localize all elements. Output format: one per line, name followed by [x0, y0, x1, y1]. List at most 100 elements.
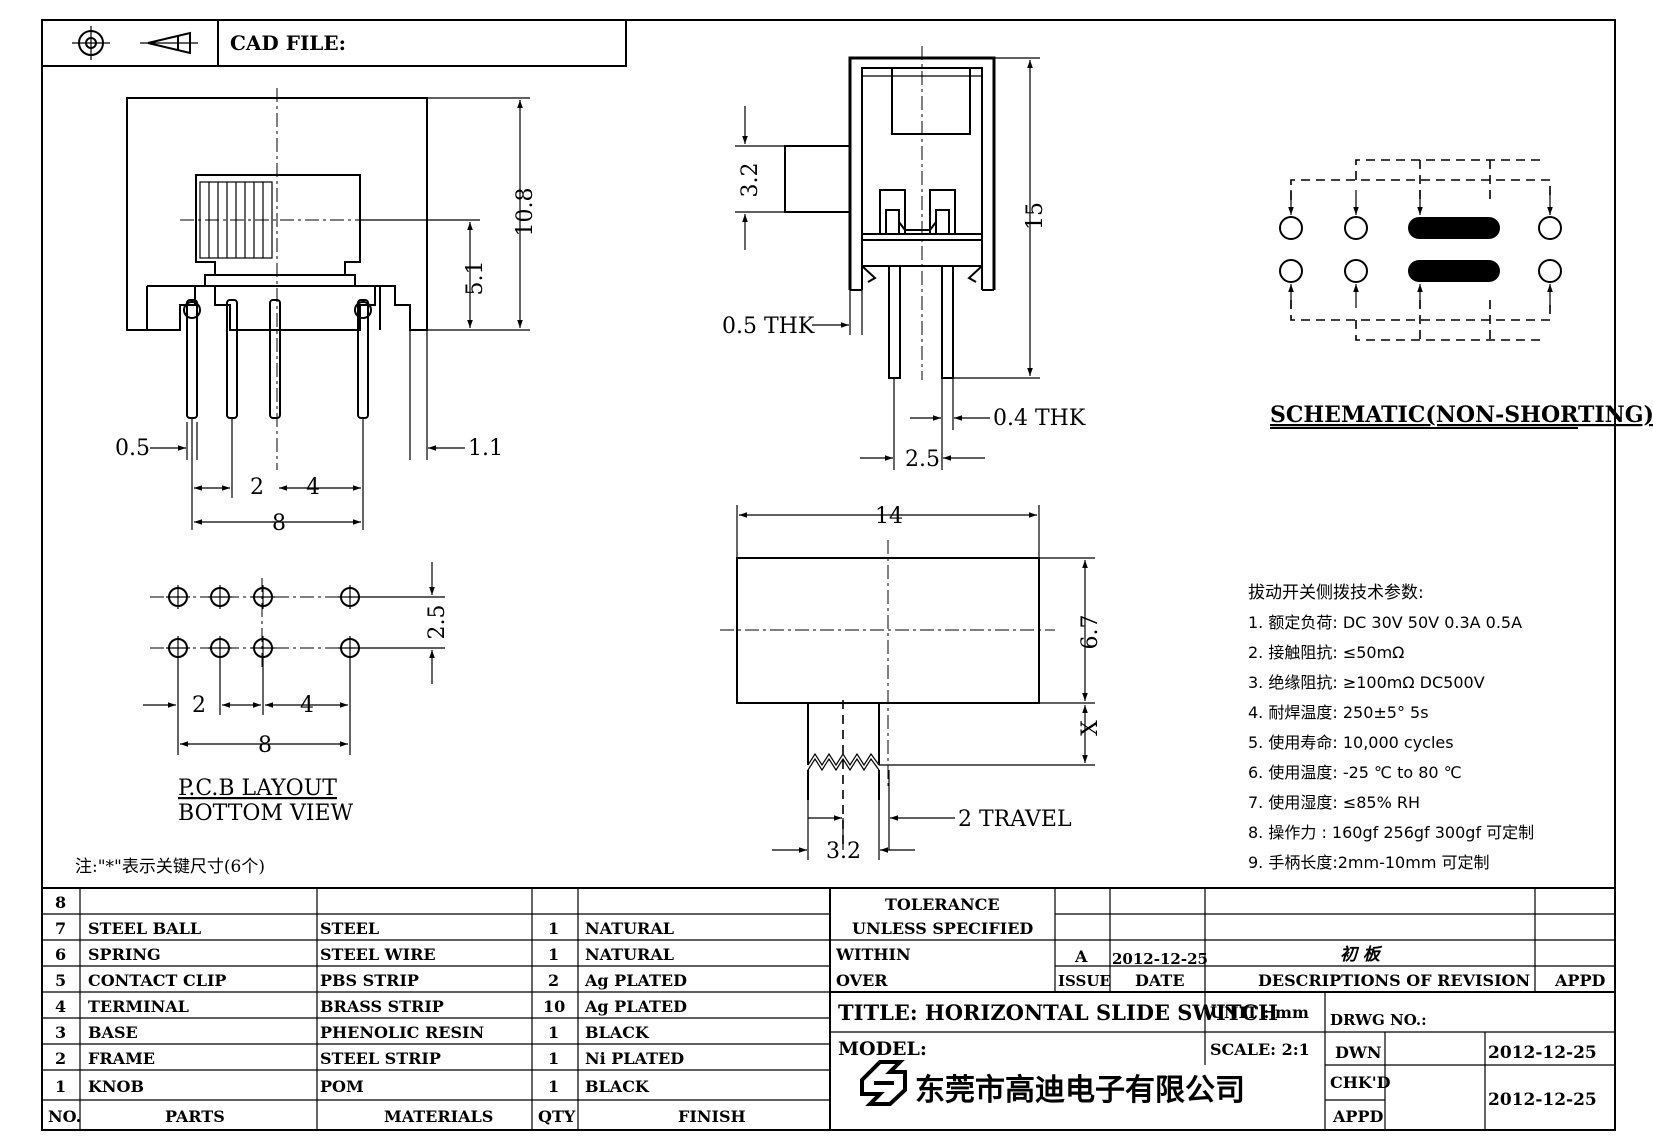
revision-description: 初 板: [1340, 945, 1383, 965]
bom-row-no: 5: [55, 971, 66, 990]
bom-row-part: SPRING: [88, 945, 161, 964]
bom-header-parts: PARTS: [165, 1107, 225, 1126]
schematic: SCHEMATIC(NON-SHORTING): [1270, 159, 1653, 429]
revision-desc-label: DESCRIPTIONS OF REVISION: [1258, 971, 1530, 990]
dim-top-travel: 2 TRAVEL: [958, 807, 1072, 832]
dim-pcb-span: 8: [258, 733, 272, 758]
date-label: DATE: [1135, 971, 1185, 990]
checked-date: 2012-12-25: [1488, 1090, 1597, 1110]
dim-side-total-height: 15: [1023, 202, 1048, 230]
bom-row-qty: 2: [548, 971, 559, 990]
date-value: 2012-12-25: [1112, 950, 1208, 968]
third-angle-projection-icon: [72, 26, 198, 60]
sheet-border: [41, 19, 1616, 1131]
contact-bar-bottom: [1408, 260, 1500, 282]
header-block: CAD FILE:: [41, 19, 627, 67]
within-label: WITHIN: [835, 945, 911, 964]
cad-file-label: CAD FILE:: [230, 31, 346, 55]
dim-top-width: 6.7: [1078, 615, 1103, 650]
dim-front-height-total: 10.8: [513, 188, 538, 237]
bom-row-part: CONTACT CLIP: [88, 971, 226, 990]
bom-row-part: TERMINAL: [88, 997, 189, 1016]
dim-front-pitch-a: 2: [250, 475, 264, 500]
dim-side-pin-pitch: 2.5: [905, 447, 940, 472]
bom-row-material: STEEL STRIP: [320, 1049, 441, 1068]
bom-row-part: FRAME: [88, 1049, 155, 1068]
dim-front-edge-offset: 1.1: [468, 436, 503, 461]
bom-row-material: PBS STRIP: [320, 971, 419, 990]
bom-row-qty: 10: [543, 997, 565, 1016]
bom-row-material: STEEL WIRE: [320, 945, 436, 964]
bom-row-part: BASE: [88, 1023, 138, 1042]
bom-row-finish: Ni PLATED: [585, 1049, 684, 1068]
bom-row-finish: BLACK: [585, 1023, 650, 1042]
bom-row-material: POM: [320, 1077, 364, 1096]
bom-row-finish: Ag PLATED: [584, 997, 687, 1016]
tolerance-line1: TOLERANCE: [885, 895, 1000, 914]
drawn-label: DWN: [1335, 1043, 1381, 1062]
bom-row-qty: 1: [548, 945, 559, 964]
spec-item: 6. 使用温度: -25 ℃ to 80 ℃: [1248, 763, 1462, 782]
bom-row-material: PHENOLIC RESIN: [320, 1023, 484, 1042]
side-view: 3.2 15 0.5 THK 0.4 THK 2.5: [722, 46, 1086, 472]
bom-table: 8 7 STEEL BALL STEEL 1 NATURAL 6 SPRING …: [42, 887, 1615, 1130]
unit-label: UNIT : mm: [1210, 1003, 1309, 1022]
front-view: 10.8 5.1 0.5 1.1 2 4 8: [115, 88, 538, 536]
bom-row-finish: BLACK: [585, 1077, 650, 1096]
company-logo-icon: [860, 1060, 907, 1106]
tolerance-line2: UNLESS SPECIFIED: [852, 919, 1033, 938]
dim-pcb-pitch-b: 4: [300, 693, 314, 718]
drawing-number-label: DRWG NO.:: [1330, 1011, 1427, 1029]
bom-row-no: 7: [55, 919, 66, 938]
bom-row-finish: NATURAL: [585, 919, 674, 938]
scale-label: SCALE: 2:1: [1210, 1040, 1310, 1059]
bom-row-no: 6: [55, 945, 66, 964]
dim-top-knob-width: 3.2: [826, 839, 861, 864]
bom-header-materials: MATERIALS: [384, 1107, 493, 1126]
issue-label: ISSUE: [1058, 972, 1111, 990]
spec-item: 2. 接触阻抗: ≤50mΩ: [1248, 643, 1404, 662]
appd-label: APPD: [1554, 971, 1605, 990]
contact-bar-top: [1408, 217, 1500, 239]
title-block: TOLERANCE UNLESS SPECIFIED WITHIN OVER A…: [830, 888, 1615, 1130]
spec-item: 7. 使用湿度: ≤85% RH: [1248, 793, 1420, 812]
drawing-title: TITLE: HORIZONTAL SLIDE SWITCH: [838, 1000, 1278, 1025]
spec-item: 4. 耐焊温度: 250±5° 5s: [1248, 703, 1429, 722]
spec-item: 8. 操作力 : 160gf 256gf 300gf 可定制: [1248, 823, 1534, 842]
bom-row-material: STEEL: [320, 919, 379, 938]
schematic-caption: SCHEMATIC(NON-SHORTING): [1270, 402, 1653, 428]
dim-top-knob-length: X: [1078, 720, 1103, 736]
key-dimension-note: 注:"*"表示关键尺寸(6个): [75, 857, 265, 877]
dim-side-frame-thk: 0.5 THK: [722, 314, 815, 339]
bom-row-qty: 1: [548, 1049, 559, 1068]
bom-row-part: KNOB: [88, 1077, 144, 1096]
dim-front-pitch-b: 4: [306, 475, 320, 500]
pcb-hole-icons: [166, 585, 362, 660]
spec-title: 拔动开关侧拨技术参数:: [1248, 583, 1424, 603]
company-name: 东莞市高迪电子有限公司: [915, 1073, 1245, 1108]
dim-pcb-pitch-a: 2: [192, 693, 206, 718]
spec-item: 3. 绝缘阻抗: ≥100mΩ DC500V: [1248, 673, 1485, 692]
top-view: 14 6.7 X 2 TRAVEL 3.2: [720, 504, 1103, 864]
bom-row-no: 2: [55, 1049, 66, 1068]
bom-row-no: 1: [55, 1077, 66, 1096]
spec-list: 拔动开关侧拨技术参数: 1. 额定负荷: DC 30V 50V 0.3A 0.5…: [1248, 583, 1534, 872]
dim-front-pin-width: 0.5: [115, 436, 150, 461]
spec-item: 5. 使用寿命: 10,000 cycles: [1248, 733, 1454, 752]
dim-pcb-row-pitch: 2.5: [425, 605, 450, 640]
bom-header-finish: FINISH: [678, 1107, 746, 1126]
spec-item: 1. 额定负荷: DC 30V 50V 0.3A 0.5A: [1248, 613, 1522, 632]
bom-row-no: 3: [55, 1023, 66, 1042]
dim-side-knob-height: 3.2: [738, 163, 763, 198]
bom-row-no: 4: [55, 997, 66, 1016]
bom-row-part: STEEL BALL: [88, 919, 201, 938]
bom-row-qty: 1: [548, 1077, 559, 1096]
pcb-caption-line2: BOTTOM VIEW: [178, 801, 354, 826]
pcb-caption-line1: P.C.B LAYOUT: [178, 776, 337, 801]
pcb-layout: 2.5 2 4 8 P.C.B LAYOUT BOTTOM VIEW: [143, 562, 450, 826]
spec-item: 9. 手柄长度:2mm-10mm 可定制: [1248, 853, 1490, 872]
dim-top-length: 14: [875, 504, 903, 529]
bom-header-no: NO.: [48, 1107, 81, 1126]
bom-row-no: 8: [55, 893, 66, 912]
